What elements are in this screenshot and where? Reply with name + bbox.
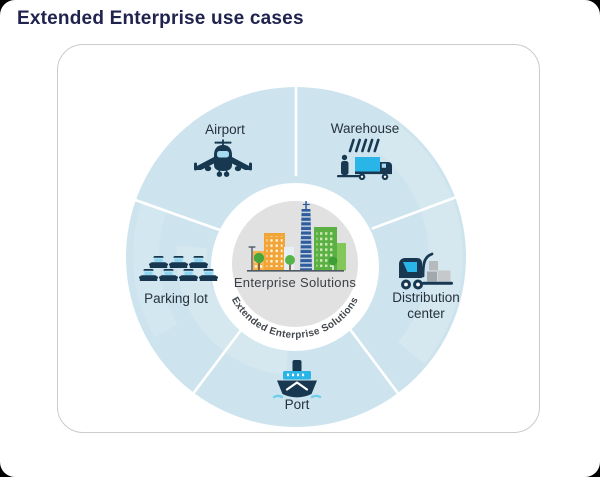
worker [341, 154, 348, 161]
box [437, 270, 451, 282]
divider-upper-left [133, 198, 220, 231]
parked-cars-icon [135, 256, 221, 281]
ship-hull [277, 380, 317, 398]
airplane-windshield [217, 151, 229, 158]
tree [285, 255, 295, 265]
car-icon [198, 269, 218, 281]
distribution-line1: Distribution [392, 290, 460, 305]
car-icon [168, 256, 188, 268]
car-row-top [148, 256, 208, 268]
divider-lower-left [191, 321, 248, 395]
ship-funnel [292, 360, 302, 372]
awning [348, 138, 380, 153]
segment-label-parking: Parking lot [144, 291, 208, 306]
divider-lower-right [343, 321, 400, 396]
page-title: Extended Enterprise use cases [17, 8, 304, 29]
cargo-ship-icon [272, 360, 322, 399]
forklift-truck-icon [399, 252, 453, 290]
airplane-icon [194, 139, 252, 177]
segment-label-port: Port [284, 397, 310, 412]
water-splash [272, 394, 284, 399]
distribution-line2: center [407, 306, 445, 321]
car-row-bottom [138, 269, 218, 281]
car-icon [178, 269, 198, 281]
segment-dividers [133, 84, 458, 396]
box [429, 261, 438, 271]
divider-upper-right [371, 195, 458, 230]
city-illustration [247, 201, 346, 272]
segment-label-distribution: Distribution center [376, 290, 476, 322]
box [427, 271, 437, 282]
car-icon [158, 269, 178, 281]
hub-label: Enterprise Solutions [234, 275, 357, 290]
tree [328, 256, 338, 266]
segment-label-airport: Airport [205, 122, 245, 137]
tree [253, 252, 265, 264]
fork [422, 281, 453, 285]
truck-cargo-box [355, 157, 380, 172]
light-green-building [337, 243, 346, 271]
car-icon [188, 256, 208, 268]
forklift-windshield [403, 262, 417, 272]
segment-label-warehouse: Warehouse [330, 121, 400, 136]
car-icon [148, 256, 168, 268]
warehouse-truck-icon [337, 138, 392, 181]
water-splash [310, 394, 322, 399]
car-icon [138, 269, 158, 281]
forklift-mast [421, 252, 434, 278]
